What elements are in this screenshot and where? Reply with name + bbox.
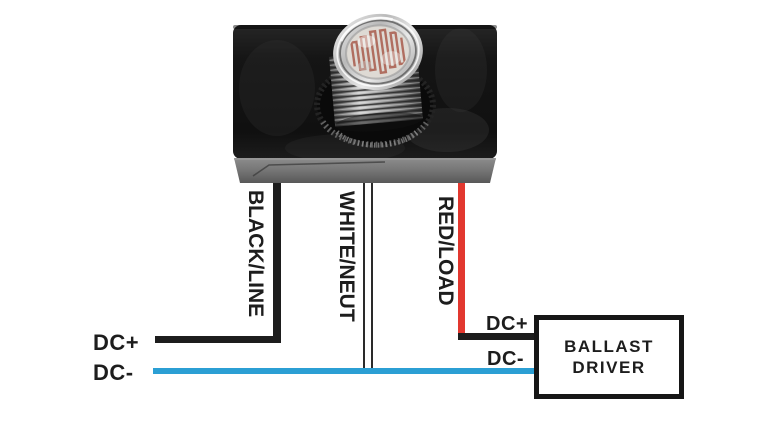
black-line-wire — [273, 178, 281, 343]
ballast-driver-line1: BALLAST — [564, 336, 654, 356]
dc-plus-label-right: DC+ — [486, 313, 529, 335]
dc-minus-label-right: DC- — [487, 348, 525, 370]
black-wire-label: BLACK/LINE — [244, 190, 267, 318]
white-neutral-wire — [363, 178, 373, 370]
photocell-base — [234, 158, 496, 183]
dc-minus-label-left: DC- — [93, 360, 134, 385]
dc-plus-label-left: DC+ — [93, 330, 140, 355]
dc-plus-line-left — [155, 336, 281, 343]
white-wire-label: WHITE/NEUT — [335, 191, 358, 322]
ballast-driver-box: BALLAST DRIVER — [534, 315, 684, 399]
photocell-device — [233, 13, 497, 183]
dc-plus-line-right — [458, 333, 535, 340]
red-load-wire — [458, 178, 465, 335]
dc-minus-blue-line — [153, 368, 535, 374]
ldr-serpentine-track — [350, 28, 407, 75]
red-wire-label: RED/LOAD — [434, 196, 457, 306]
photoresistor-face — [333, 13, 423, 91]
ballast-driver-line2: DRIVER — [572, 358, 646, 377]
